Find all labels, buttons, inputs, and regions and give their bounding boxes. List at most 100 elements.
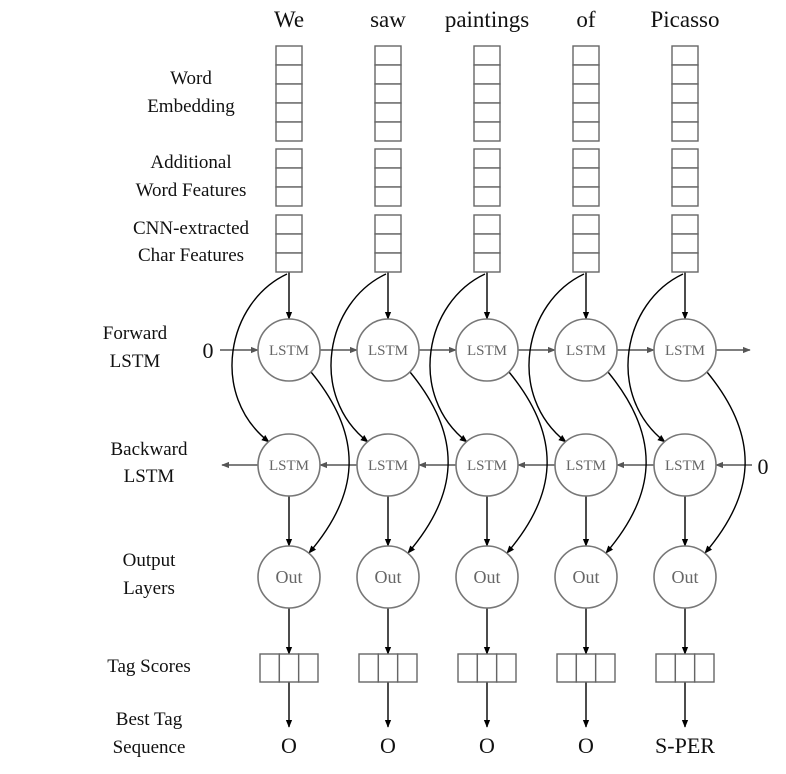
output-circle: [653, 545, 717, 609]
backward-lstm-label: LSTM: [566, 458, 606, 474]
word-embedding-vector-cell: [473, 102, 501, 123]
char-features-vector: [374, 214, 402, 273]
additional-features-vector-cell: [374, 148, 402, 169]
backward-lstm-label: LSTM: [368, 458, 408, 474]
word-embedding-vector: [572, 45, 600, 142]
output-circle: [356, 545, 420, 609]
additional-features-vector-cell: [572, 167, 600, 188]
output-circle: [455, 545, 519, 609]
tag-score-cell: [693, 653, 715, 683]
additional-features-vector: [671, 148, 699, 207]
backward-lstm-node: LSTM: [653, 433, 717, 497]
best-tag: O: [578, 733, 594, 758]
word-embedding-vector-cell: [374, 121, 402, 142]
additional-features-vector-cell: [671, 167, 699, 188]
tag-score-cell: [655, 653, 677, 683]
word-embedding-vector-cell: [275, 45, 303, 66]
tag-scores-vector: [556, 653, 616, 683]
additional-features-vector-cell: [473, 167, 501, 188]
row-labels: Word Embedding Additional Word Features …: [103, 68, 250, 758]
additional-features-vector: [572, 148, 600, 207]
tag-scores-vector: [259, 653, 319, 683]
char-features-vector-cell: [671, 233, 699, 254]
word-embedding-vector-cell: [572, 64, 600, 85]
additional-features-vector: [374, 148, 402, 207]
forward-to-output-arrow: [704, 371, 746, 554]
output-label: Out: [276, 567, 303, 587]
output-node: Out: [554, 545, 618, 609]
word-embedding-vector-cell: [374, 83, 402, 104]
forward-lstm-circle: [356, 318, 420, 382]
backward-initial-state: 0: [758, 454, 769, 479]
char-features-vector-cell: [275, 214, 303, 235]
word-embedding-vector-cell: [473, 83, 501, 104]
backward-lstm-label: LSTM: [665, 458, 705, 474]
forward-lstm-label: LSTM: [467, 343, 507, 359]
word-embedding-vector: [374, 45, 402, 142]
additional-features-vector-cell: [572, 186, 600, 207]
word-embedding-vector-cell: [572, 121, 600, 142]
word-columns: WeLSTMLSTMOutOsawLSTMLSTMOutOpaintingsLS…: [257, 7, 720, 758]
output-label: Out: [573, 567, 600, 587]
input-to-backward-arrow: [330, 273, 387, 443]
char-features-label-line1: CNN-extracted: [133, 218, 250, 239]
tag-score-cell: [575, 653, 597, 683]
forward-initial-state: 0: [203, 338, 214, 363]
word-embedding-vector-cell: [275, 83, 303, 104]
additional-features-label-line2: Word Features: [136, 180, 247, 201]
forward-to-output-arrow: [308, 371, 350, 554]
word-embedding-vector-cell: [374, 64, 402, 85]
additional-features-vector-cell: [473, 186, 501, 207]
tag-scores-label: Tag Scores: [107, 656, 191, 677]
best-tag: O: [479, 733, 495, 758]
forward-to-output-arrow: [605, 371, 647, 554]
backward-lstm-circle: [455, 433, 519, 497]
forward-to-output-arrow: [506, 371, 548, 554]
word-embedding-vector: [671, 45, 699, 142]
output-layers-label-line1: Output: [123, 550, 177, 571]
word-embedding-vector-cell: [275, 121, 303, 142]
char-features-vector-cell: [473, 252, 501, 273]
word-embedding-vector-cell: [275, 64, 303, 85]
additional-features-vector-cell: [275, 148, 303, 169]
char-features-vector-cell: [275, 233, 303, 254]
forward-lstm-circle: [257, 318, 321, 382]
char-features-vector-cell: [473, 233, 501, 254]
tag-scores-vector: [655, 653, 715, 683]
tag-score-cell: [278, 653, 300, 683]
word-embedding-vector-cell: [374, 102, 402, 123]
forward-lstm-label: LSTM: [368, 343, 408, 359]
char-features-label-line2: Char Features: [138, 245, 244, 266]
char-features-vector-cell: [671, 214, 699, 235]
word-embedding-vector-cell: [572, 45, 600, 66]
best-tag-sequence-label-line1: Best Tag: [116, 709, 183, 730]
word-embedding-vector: [473, 45, 501, 142]
forward-lstm-circle: [554, 318, 618, 382]
best-tag: O: [380, 733, 396, 758]
additional-features-vector: [473, 148, 501, 207]
backward-lstm-label-line2: LSTM: [124, 466, 175, 487]
output-node: Out: [257, 545, 321, 609]
forward-lstm-label-line1: Forward: [103, 323, 168, 344]
tag-score-cell: [476, 653, 498, 683]
output-label: Out: [474, 567, 501, 587]
word-embedding-vector-cell: [671, 121, 699, 142]
backward-lstm-label-line1: Backward: [110, 439, 188, 460]
additional-features-vector-cell: [374, 167, 402, 188]
input-word: We: [274, 7, 304, 32]
additional-features-vector-cell: [671, 148, 699, 169]
forward-to-output-arrow: [407, 371, 449, 554]
tag-score-cell: [259, 653, 281, 683]
forward-lstm-node: LSTM: [257, 318, 321, 382]
word-embedding-vector-cell: [671, 83, 699, 104]
tag-score-cell: [358, 653, 380, 683]
word-embedding-vector-cell: [671, 102, 699, 123]
word-embedding-vector-cell: [473, 64, 501, 85]
backward-lstm-node: LSTM: [356, 433, 420, 497]
tag-score-cell: [396, 653, 418, 683]
